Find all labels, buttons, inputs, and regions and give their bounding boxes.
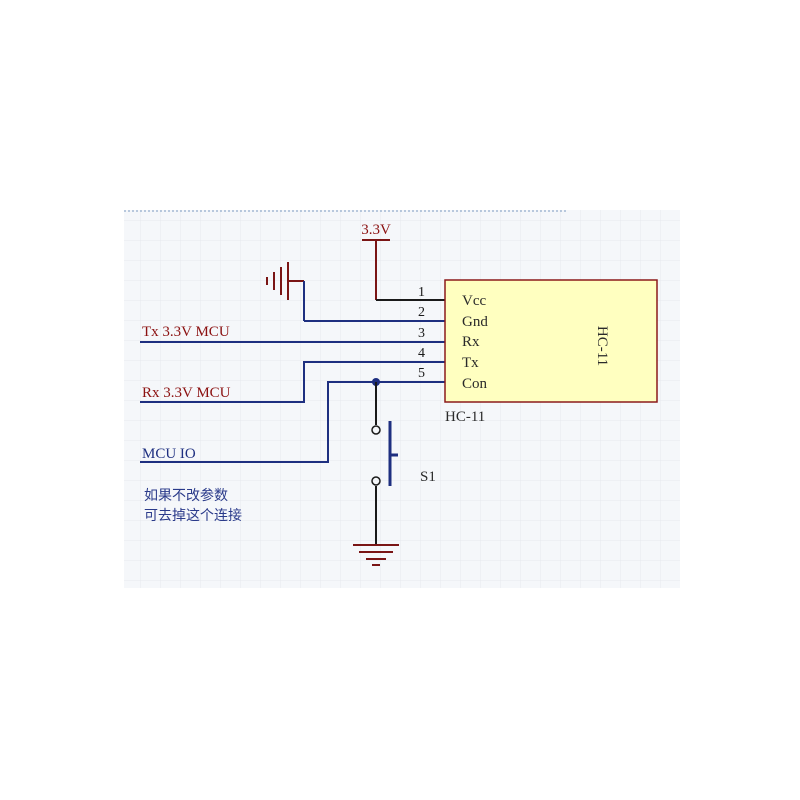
pin-4-number: 4 xyxy=(418,346,425,361)
module-designator: HC-11 xyxy=(445,409,485,425)
pin-2-name: Gnd xyxy=(462,314,488,330)
rx-net-label: Rx 3.3V MCU xyxy=(142,385,231,401)
pin-3-number: 3 xyxy=(418,326,425,341)
module-name: HC-11 xyxy=(594,326,610,366)
tx-net-label: Tx 3.3V MCU xyxy=(142,324,230,340)
rx-net-wire xyxy=(140,361,445,403)
mcu-io-wire xyxy=(140,381,376,463)
power-label: 3.3V xyxy=(361,222,391,238)
switch-designator: S1 xyxy=(420,469,436,485)
pin-2-number: 2 xyxy=(418,305,425,320)
note-line-2: 可去掉这个连接 xyxy=(144,507,242,524)
switch-s1 xyxy=(371,382,398,545)
pin-1-number: 1 xyxy=(418,285,425,300)
pin-5-name: Con xyxy=(462,376,488,392)
pin-3-name: Rx xyxy=(462,334,480,350)
pin-1-name: Vcc xyxy=(462,293,486,309)
ground-top-symbol xyxy=(266,262,305,321)
mcu-io-label: MCU IO xyxy=(142,446,196,462)
note-line-1: 如果不改参数 xyxy=(144,487,228,504)
power-3v3-symbol: 3.3V xyxy=(361,222,391,300)
ground-bottom-symbol xyxy=(353,544,399,566)
hc11-module-body xyxy=(444,279,658,403)
pin-4-name: Tx xyxy=(462,355,479,371)
pin-5-number: 5 xyxy=(418,366,425,381)
